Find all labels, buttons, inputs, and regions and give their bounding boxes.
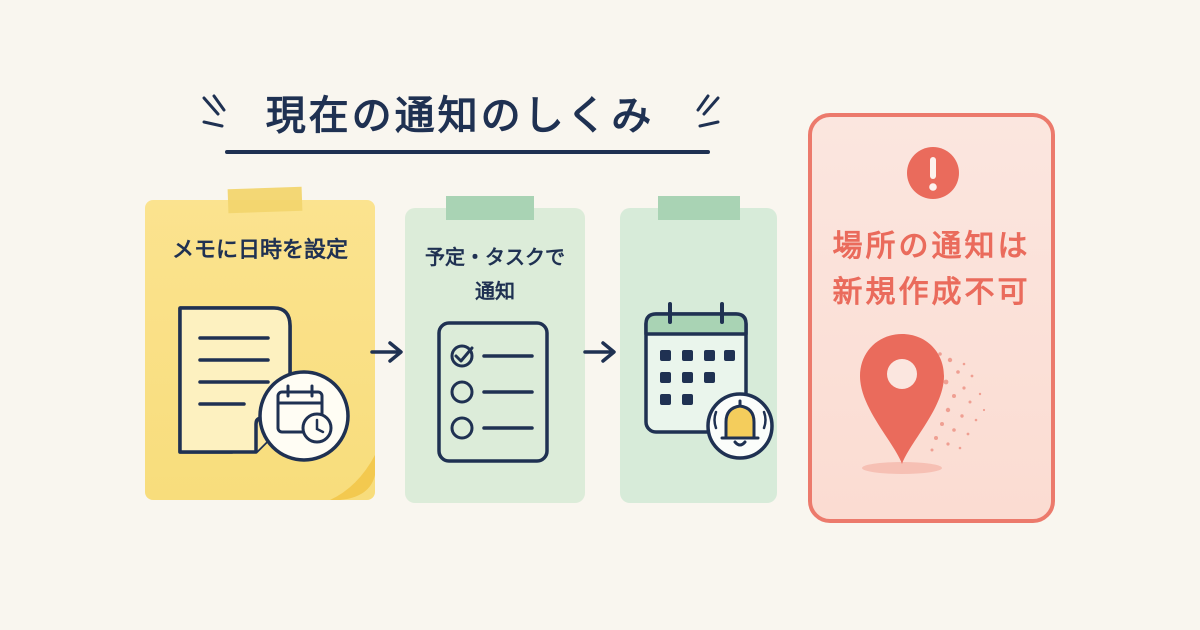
tape: [658, 196, 740, 220]
warning-line-2: 新規作成不可: [832, 275, 1031, 310]
exclamation-icon: [907, 147, 959, 199]
arrow-right-icon: [370, 341, 403, 363]
page-curl: [330, 455, 375, 500]
step-label-todo-line1: 予定・タスクで: [425, 245, 565, 269]
arrow-right-icon: [583, 341, 616, 363]
tape: [227, 186, 303, 214]
step-label-todo: 予定・タスクで 通知: [405, 240, 585, 308]
calendar-bell-icon: [644, 302, 774, 460]
title-deco-left-icon: [202, 94, 226, 128]
memo-with-clock-icon: [178, 306, 350, 462]
warning-card: [808, 113, 1055, 523]
step-label-todo-line2: 通知: [475, 279, 515, 303]
location-pin-icon: [860, 334, 986, 474]
title-deco-right-icon: [696, 94, 720, 128]
page-title: 現在の通知のしくみ: [265, 93, 655, 139]
warning-message: 場所の通知は 新規作成不可: [808, 224, 1055, 316]
checklist-icon: [437, 321, 549, 463]
tape: [446, 196, 534, 220]
warning-line-1: 場所の通知は: [832, 229, 1031, 264]
step-label-memo: メモに日時を設定: [171, 238, 348, 263]
title-underline: [225, 150, 710, 154]
